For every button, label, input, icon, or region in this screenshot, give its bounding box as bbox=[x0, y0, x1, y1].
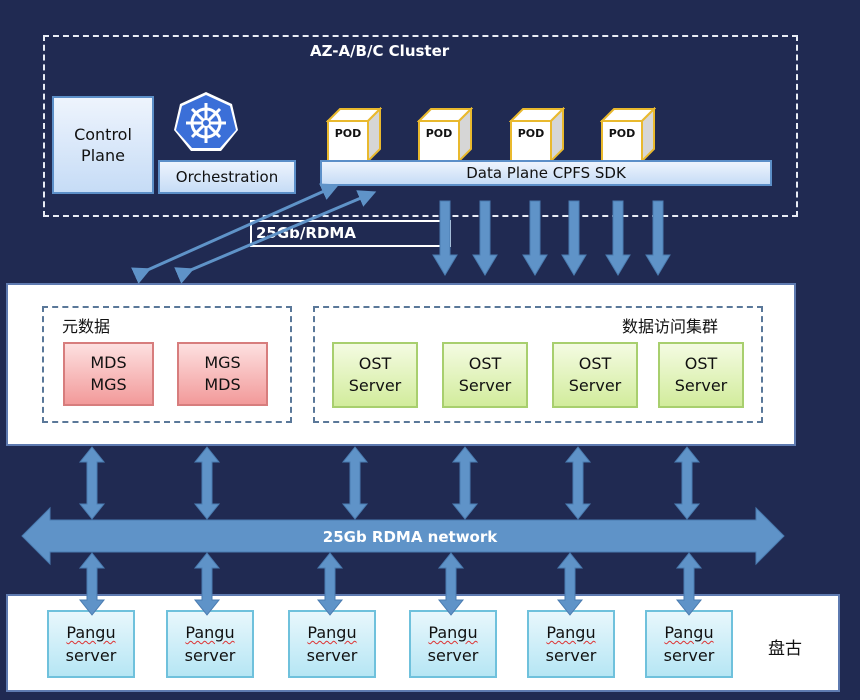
server-line2: Server bbox=[458, 376, 512, 395]
pangu-server-box: Pangu server bbox=[409, 610, 497, 678]
vertical-bidirectional-arrow bbox=[675, 552, 703, 616]
down-arrow bbox=[645, 200, 671, 276]
control-plane-label: Control Plane bbox=[74, 125, 132, 165]
ost-server-box: OST Server bbox=[658, 342, 744, 408]
cluster-title: AZ-A/B/C Cluster bbox=[310, 42, 450, 60]
vertical-bidirectional-arrow bbox=[437, 552, 465, 616]
pangu-server-box: Pangu server bbox=[166, 610, 254, 678]
server-line2: Server bbox=[674, 376, 728, 395]
down-arrow bbox=[561, 200, 587, 276]
server-line1: OST bbox=[468, 354, 502, 373]
server-line2: server bbox=[545, 646, 597, 665]
vertical-bidirectional-arrow bbox=[341, 446, 369, 520]
server-line1: Pangu bbox=[185, 623, 235, 642]
pod-label: POD bbox=[425, 127, 453, 140]
vertical-bidirectional-arrow bbox=[193, 446, 221, 520]
control-plane-box: Control Plane bbox=[52, 96, 154, 194]
server-line1: OST bbox=[358, 354, 392, 373]
metadata-server-box: MDS MGS bbox=[63, 342, 154, 406]
pangu-group-label: 盘古 bbox=[768, 639, 802, 659]
kubernetes-helm-icon bbox=[170, 90, 242, 154]
pod-cube: POD bbox=[508, 106, 566, 167]
vertical-bidirectional-arrow bbox=[316, 552, 344, 616]
pangu-server-box: Pangu server bbox=[288, 610, 376, 678]
vertical-bidirectional-arrow bbox=[78, 446, 106, 520]
metadata-server-box: MGS MDS bbox=[177, 342, 268, 406]
server-line2: server bbox=[184, 646, 236, 665]
server-line1: OST bbox=[578, 354, 612, 373]
data-plane-sdk-bar: Data Plane CPFS SDK bbox=[320, 160, 772, 186]
server-line2: server bbox=[427, 646, 479, 665]
vertical-bidirectional-arrow bbox=[193, 552, 221, 616]
pod-cube: POD bbox=[599, 106, 657, 167]
pangu-server-box: Pangu server bbox=[47, 610, 135, 678]
vertical-bidirectional-arrow bbox=[451, 446, 479, 520]
rdma-network-label: 25Gb RDMA network bbox=[322, 528, 498, 546]
vertical-bidirectional-arrow bbox=[78, 552, 106, 616]
down-arrow bbox=[472, 200, 498, 276]
vertical-bidirectional-arrow bbox=[673, 446, 701, 520]
server-line1: MDS bbox=[90, 353, 127, 372]
pod-label: POD bbox=[517, 127, 545, 140]
metadata-group-label: 元数据 bbox=[62, 317, 111, 336]
server-line1: MGS bbox=[204, 353, 241, 372]
server-line1: OST bbox=[684, 354, 718, 373]
ost-server-box: OST Server bbox=[552, 342, 638, 408]
server-line2: MGS bbox=[90, 375, 127, 394]
server-line1: Pangu bbox=[664, 623, 714, 642]
data-access-group bbox=[313, 306, 763, 423]
vertical-bidirectional-arrow bbox=[556, 552, 584, 616]
diagonal-link-arrow bbox=[174, 190, 377, 284]
metadata-group bbox=[42, 306, 292, 423]
server-line2: server bbox=[65, 646, 117, 665]
server-line1: Pangu bbox=[66, 623, 116, 642]
vertical-bidirectional-arrow bbox=[564, 446, 592, 520]
pangu-server-box: Pangu server bbox=[527, 610, 615, 678]
server-line1: Pangu bbox=[428, 623, 478, 642]
server-line2: server bbox=[663, 646, 715, 665]
server-line1: Pangu bbox=[546, 623, 596, 642]
diagonal-link-arrow bbox=[131, 183, 340, 284]
pod-cube: POD bbox=[416, 106, 474, 167]
ost-server-box: OST Server bbox=[332, 342, 418, 408]
rdma-network-arrow bbox=[21, 506, 785, 566]
down-arrow bbox=[605, 200, 631, 276]
server-line2: Server bbox=[348, 376, 402, 395]
pod-label: POD bbox=[608, 127, 636, 140]
server-line2: server bbox=[306, 646, 358, 665]
data-access-group-label: 数据访问集群 bbox=[622, 317, 719, 336]
ost-server-box: OST Server bbox=[442, 342, 528, 408]
pangu-server-box: Pangu server bbox=[645, 610, 733, 678]
down-arrow bbox=[522, 200, 548, 276]
down-arrow bbox=[432, 200, 458, 276]
cluster-boundary bbox=[43, 35, 798, 217]
server-line2: Server bbox=[568, 376, 622, 395]
server-line1: Pangu bbox=[307, 623, 357, 642]
server-line2: MDS bbox=[204, 375, 241, 394]
pod-label: POD bbox=[334, 127, 362, 140]
